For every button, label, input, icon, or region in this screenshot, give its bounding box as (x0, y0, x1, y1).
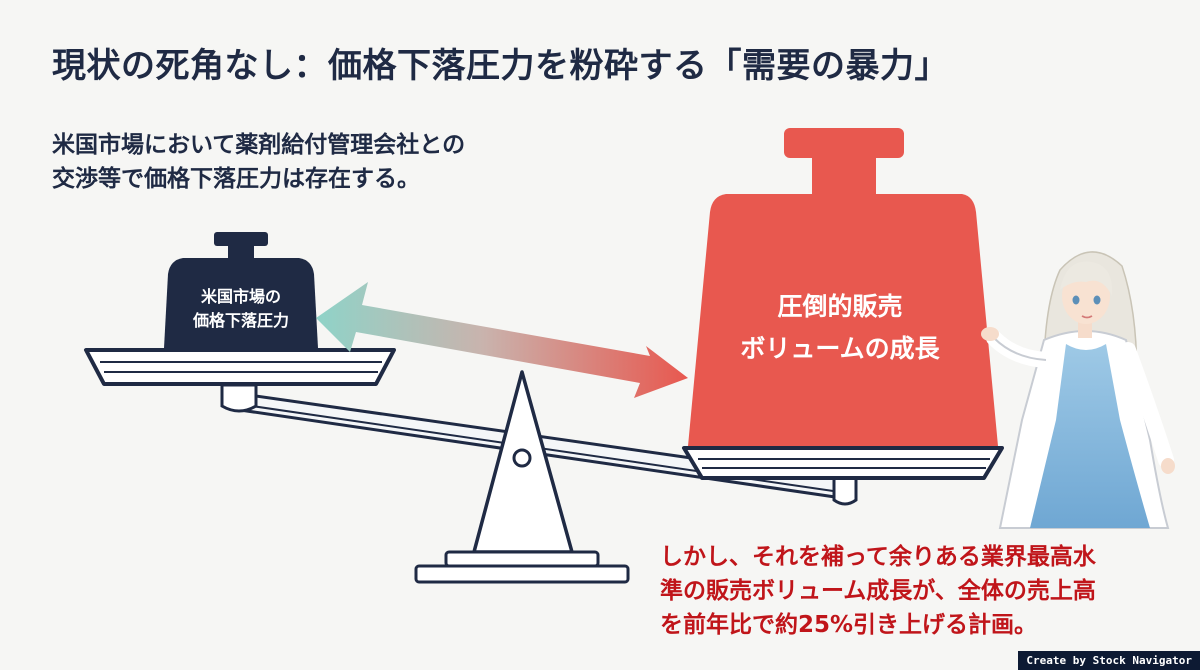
right-pan (682, 446, 1004, 506)
presenter-character-icon (981, 251, 1175, 529)
note-line: 準の販売ボリューム成長が、全体の売上高 (660, 578, 1096, 604)
left-pan (84, 348, 396, 413)
big-weight (688, 128, 998, 446)
big-weight-label-line: 圧倒的販売 (777, 292, 903, 321)
note-line: しかし、それを補って余りある業界最高水 (660, 544, 1096, 570)
small-weight-label-line: 米国市場の (200, 287, 281, 306)
conclusion-note: しかし、それを補って余りある業界最高水 準の販売ボリューム成長が、全体の売上高 … (660, 540, 1100, 642)
intro-line: 交渉等で価格下落圧力は存在する。 (52, 166, 420, 192)
big-weight-label: 圧倒的販売 ボリュームの成長 (690, 286, 990, 370)
intro-line: 米国市場において薬剤給付管理会社との (52, 132, 466, 158)
intro-text: 米国市場において薬剤給付管理会社との 交渉等で価格下落圧力は存在する。 (52, 128, 572, 196)
small-weight-label: 米国市場の 価格下落圧力 (168, 285, 314, 333)
page-title: 現状の死角なし：価格下落圧力を粉砕する「需要の暴力」 (52, 46, 949, 86)
note-line: を前年比で約25%引き上げる計画。 (660, 612, 1038, 638)
small-weight-label-line: 価格下落圧力 (192, 311, 289, 330)
double-arrow-icon (316, 282, 688, 398)
credit-badge: Create by Stock Navigator (1018, 651, 1200, 670)
big-weight-label-line: ボリュームの成長 (740, 334, 940, 363)
small-weight (164, 232, 318, 348)
scale-fulcrum (414, 370, 630, 584)
